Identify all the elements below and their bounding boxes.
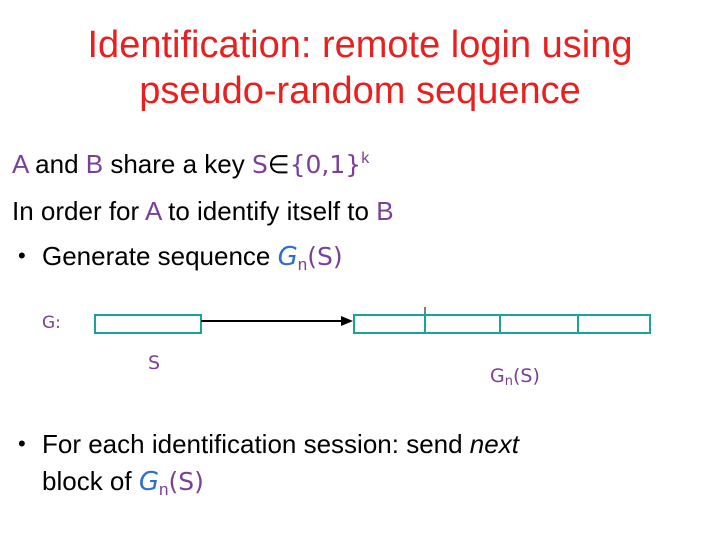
identify-line: In order for A to identify itself to B <box>12 195 394 227</box>
share-text: share a key <box>103 149 252 179</box>
output-arg: (S) <box>512 365 540 387</box>
entity-b-2: B <box>376 196 394 226</box>
and-text: and <box>27 149 86 179</box>
bullet-2-marker: • <box>18 431 26 456</box>
g-function: G <box>277 242 298 272</box>
bit-set: {0,1} <box>289 150 362 179</box>
bullet-2-line-2: block of Gn(S) <box>42 465 204 501</box>
g-label: G: <box>42 313 61 333</box>
bullet-1: Generate sequence Gn(S) <box>42 240 343 276</box>
seed-block <box>94 314 202 334</box>
element-of-symbol: ∈ <box>267 150 290 179</box>
output-g: G <box>490 365 505 387</box>
output-label: Gn(S) <box>490 365 540 389</box>
generator-arrow-head <box>341 316 353 326</box>
entity-b: B <box>85 149 104 179</box>
g-argument-2: (S) <box>168 467 204 496</box>
session-text: For each identification session: send <box>42 429 470 459</box>
output-n: n <box>504 374 513 389</box>
key-sharing-line: A and B share a key S∈{0,1}k <box>12 148 369 185</box>
block-of-text: block of <box>42 466 139 496</box>
entity-a-2: A <box>144 196 161 226</box>
g-function-2: G <box>138 467 159 497</box>
identify-text: to identify itself to <box>160 196 377 226</box>
title-line-1: Identification: remote login using <box>87 24 633 66</box>
generate-text: Generate sequence <box>42 241 278 271</box>
bullet-2-line-1: For each identification session: send ne… <box>42 428 519 460</box>
key-s: S <box>251 150 268 179</box>
entity-a: A <box>12 149 28 179</box>
next-text: next <box>469 429 519 459</box>
output-sequence <box>353 314 651 334</box>
in-order-text: In order for <box>12 196 145 226</box>
subscript-n: n <box>297 255 308 274</box>
slide-title: Identification: remote login using pseud… <box>0 22 720 114</box>
exponent-k: k <box>361 150 370 167</box>
bullet-1-marker: • <box>18 243 26 268</box>
seed-label: S <box>148 352 161 374</box>
g-argument: (S) <box>307 242 343 271</box>
title-line-2: pseudo-random sequence <box>139 70 581 112</box>
subscript-n-2: n <box>158 480 169 499</box>
